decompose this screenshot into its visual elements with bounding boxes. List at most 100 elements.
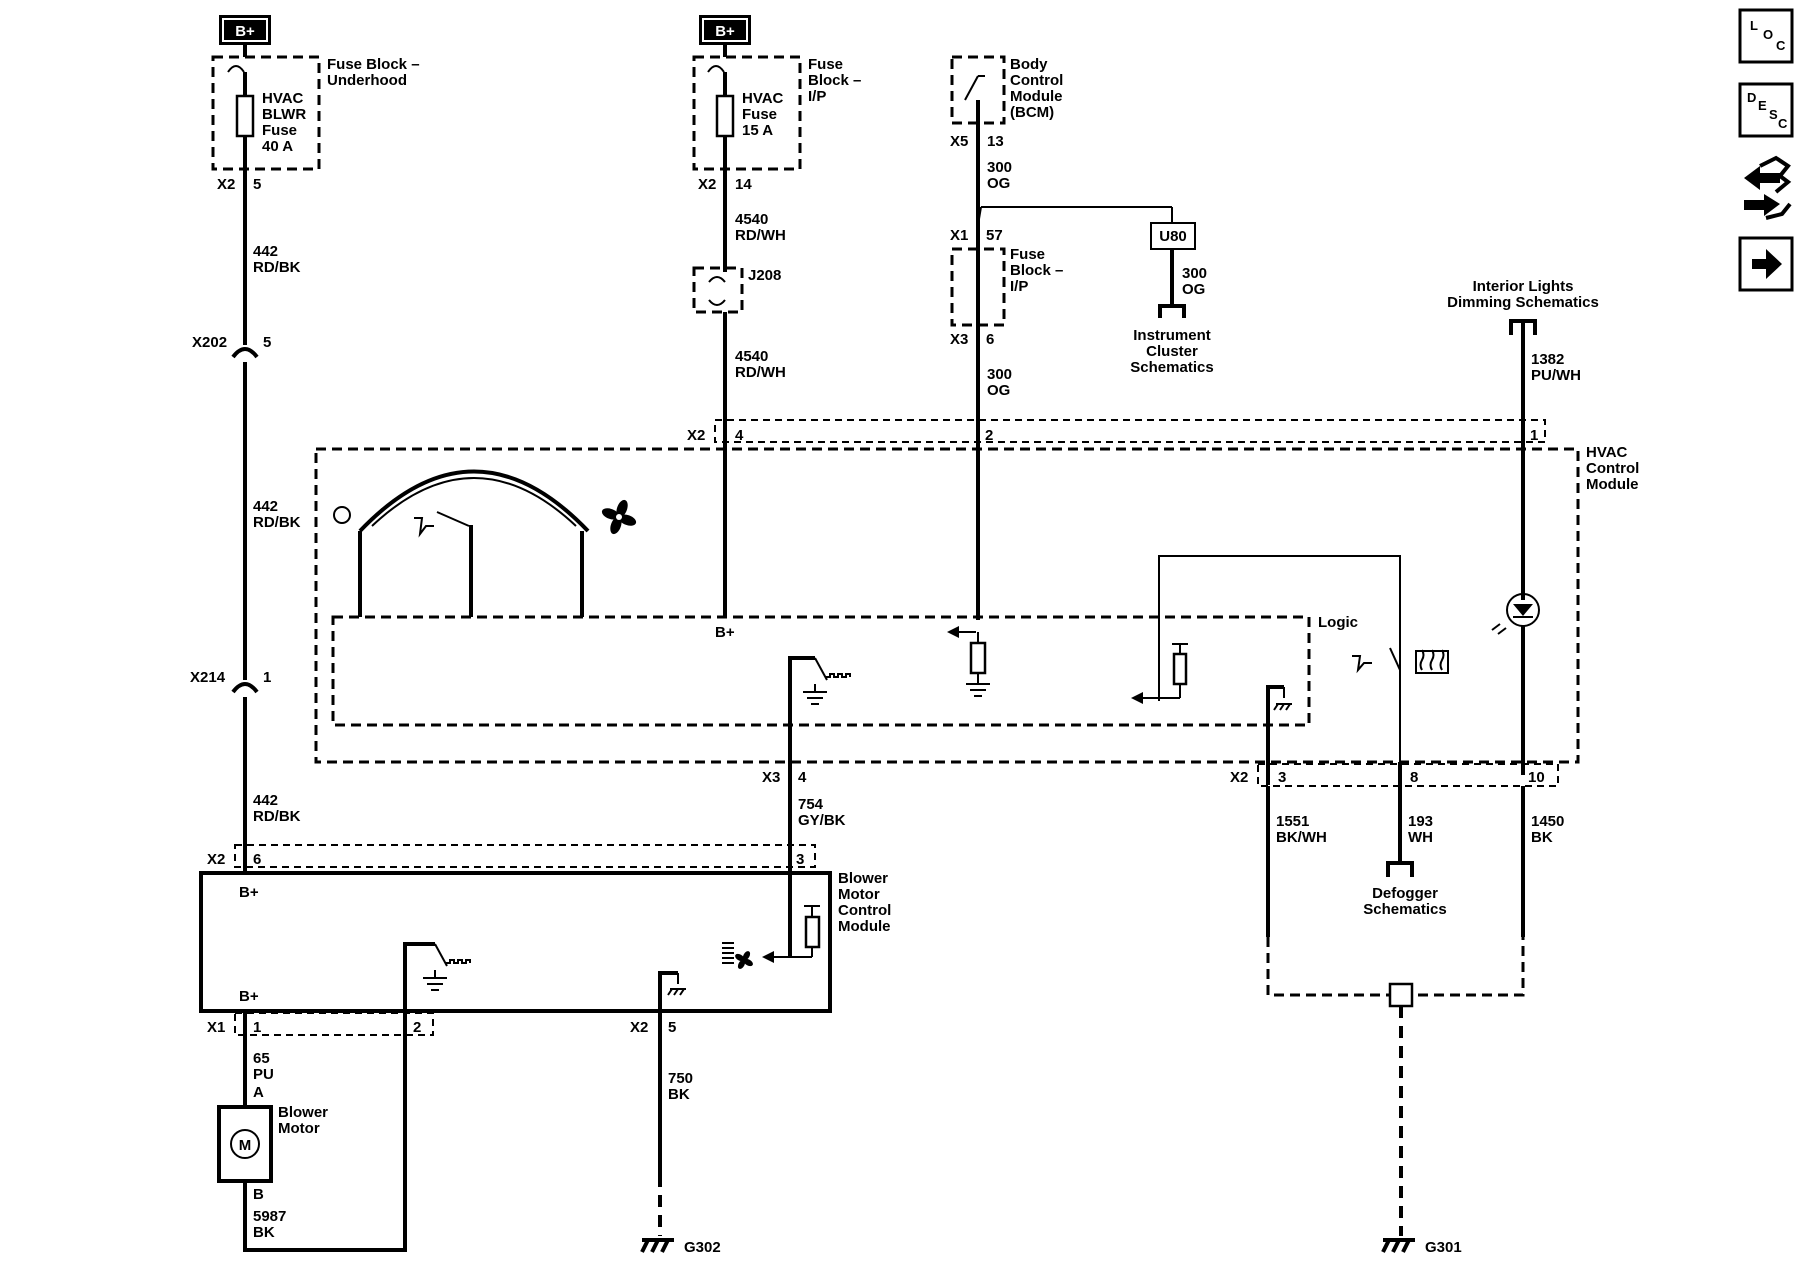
logic-label: Logic [1318, 614, 1358, 631]
pin-label: 2 [413, 1019, 421, 1036]
schematic-ref[interactable]: Instrument [1133, 327, 1211, 344]
fuse-label: Fuse [262, 122, 297, 139]
loc-icon[interactable]: L O C [1738, 8, 1794, 64]
pin-label: 10 [1528, 769, 1545, 786]
chassis-ground-icon [1381, 1238, 1415, 1253]
chassis-ground-icon [667, 988, 686, 996]
module-label: Control [1010, 72, 1063, 89]
splice-name: X214 [190, 669, 226, 686]
splice-x214-icon [231, 682, 259, 694]
pin-label: 5 [263, 334, 271, 351]
schematic-ref[interactable]: Cluster [1146, 343, 1198, 360]
wire-color: OG [987, 382, 1010, 399]
wire-number: 4540 [735, 211, 768, 228]
blower-speed-output [788, 656, 851, 774]
wire-color: PU/WH [1531, 367, 1581, 384]
wire-color: BK [668, 1086, 690, 1103]
component-label: Blower [278, 1104, 328, 1121]
schematic-ref[interactable]: Dimming Schematics [1447, 294, 1599, 311]
wire-number: 1382 [1531, 351, 1564, 368]
wire-color: WH [1408, 829, 1433, 846]
fuse-block-label: Block – [1010, 262, 1063, 279]
speed-ramp-icon [722, 942, 734, 964]
fuse-rating: 15 A [742, 122, 773, 139]
connector-label: X2 [630, 1019, 648, 1036]
blower-speed-selector-icon [333, 469, 637, 617]
fuse-block-label: Fuse [1010, 246, 1045, 263]
svg-text:S: S [1769, 107, 1778, 122]
schematic-ref[interactable]: Schematics [1130, 359, 1213, 376]
input-arrow-icon [1131, 692, 1143, 704]
ground-label: G301 [1425, 1239, 1462, 1256]
connector-label: X1 [950, 227, 968, 244]
pin-label: 13 [987, 133, 1004, 150]
pin-label: 6 [253, 851, 261, 868]
module-label: Control [1586, 460, 1639, 477]
underhood-feed-circuit: B+ HVAC BLWR Fuse 40 A Fuse Block – Unde… [190, 15, 420, 872]
schematic-ref[interactable]: Defogger [1372, 885, 1438, 902]
module-label: Module [838, 918, 891, 935]
connector-label: X2 [698, 176, 716, 193]
svg-text:E: E [1758, 98, 1767, 113]
ground-icon [423, 977, 447, 991]
wire-number: 750 [668, 1070, 693, 1087]
connector-label: X1 [207, 1019, 225, 1036]
pin-label: 1 [253, 1019, 261, 1036]
interior-lights-dimming: Interior Lights Dimming Schematics 1382 … [1447, 278, 1599, 590]
module-label: (BCM) [1010, 104, 1054, 121]
desc-icon[interactable]: D E S C [1738, 82, 1794, 138]
fuse-block-ip-tab-icon [707, 65, 725, 73]
hvac-ground-defog-circuits: 1551 BK/WH 193 WH Defogger Schematics 14… [1266, 762, 1564, 1256]
pin-label: 6 [986, 331, 994, 348]
bplus-label-1: B+ [235, 23, 255, 40]
fuse-block-underhood-tab-icon [227, 65, 245, 73]
hvac-bottom-connector-x2 [1257, 763, 1559, 787]
ground-label: G302 [684, 1239, 721, 1256]
next-arrow-icon[interactable] [1738, 236, 1794, 292]
fuse-label: HVAC [742, 90, 784, 107]
defogger-ref-icon [1386, 861, 1414, 877]
bcm-switch-icon [964, 75, 979, 101]
splice-x202-icon [231, 347, 259, 359]
pin-label: 4 [735, 427, 744, 444]
low-side-driver [403, 942, 471, 1041]
schematic-ref[interactable]: Schematics [1363, 901, 1446, 918]
blower-connector-x1 [234, 1012, 434, 1036]
pin-label: 4 [798, 769, 807, 786]
wire-color: RD/BK [253, 259, 301, 276]
schematic-ref[interactable]: Interior Lights [1473, 278, 1574, 295]
splice-pack-icon [1388, 982, 1414, 1008]
fuse-block-label: Underhood [327, 72, 407, 89]
wire-number: 300 [1182, 265, 1207, 282]
module-label: Body [1010, 56, 1048, 73]
wire-number: 5987 [253, 1208, 286, 1225]
connector-label: X2 [687, 427, 705, 444]
dimming-input-circuit [947, 626, 990, 697]
module-label: Module [1010, 88, 1063, 105]
pin-label: 2 [985, 427, 993, 444]
wire-number: 4540 [735, 348, 768, 365]
connector-label: X3 [762, 769, 780, 786]
wire-color: RD/WH [735, 227, 786, 244]
fuse-block-label: Fuse [808, 56, 843, 73]
logic-ground-circuit [1266, 685, 1292, 785]
module-label: HVAC [1586, 444, 1628, 461]
nav-buttons: L O C D E S C [1738, 8, 1794, 292]
hvac-blwr-fuse-icon [235, 94, 255, 138]
pwm-pulse-icon [446, 959, 471, 964]
splice-pack-j208 [692, 266, 744, 314]
blower-top-connector-x2 [234, 844, 816, 868]
input-arrow-icon [762, 951, 774, 963]
connector-view-icon[interactable] [1744, 155, 1792, 220]
fuse-block-ip [692, 55, 802, 171]
defog-switch-icon [1389, 647, 1401, 671]
component-label: Motor [278, 1120, 320, 1137]
pwm-switch-icon [434, 943, 448, 967]
input-arrow-icon [947, 626, 959, 638]
ground-icon [803, 691, 827, 705]
fuse-block-label: I/P [808, 88, 826, 105]
instrument-cluster-ref-icon [1158, 304, 1186, 318]
wire-number: 1450 [1531, 813, 1564, 830]
fuse-block-label: I/P [1010, 278, 1028, 295]
